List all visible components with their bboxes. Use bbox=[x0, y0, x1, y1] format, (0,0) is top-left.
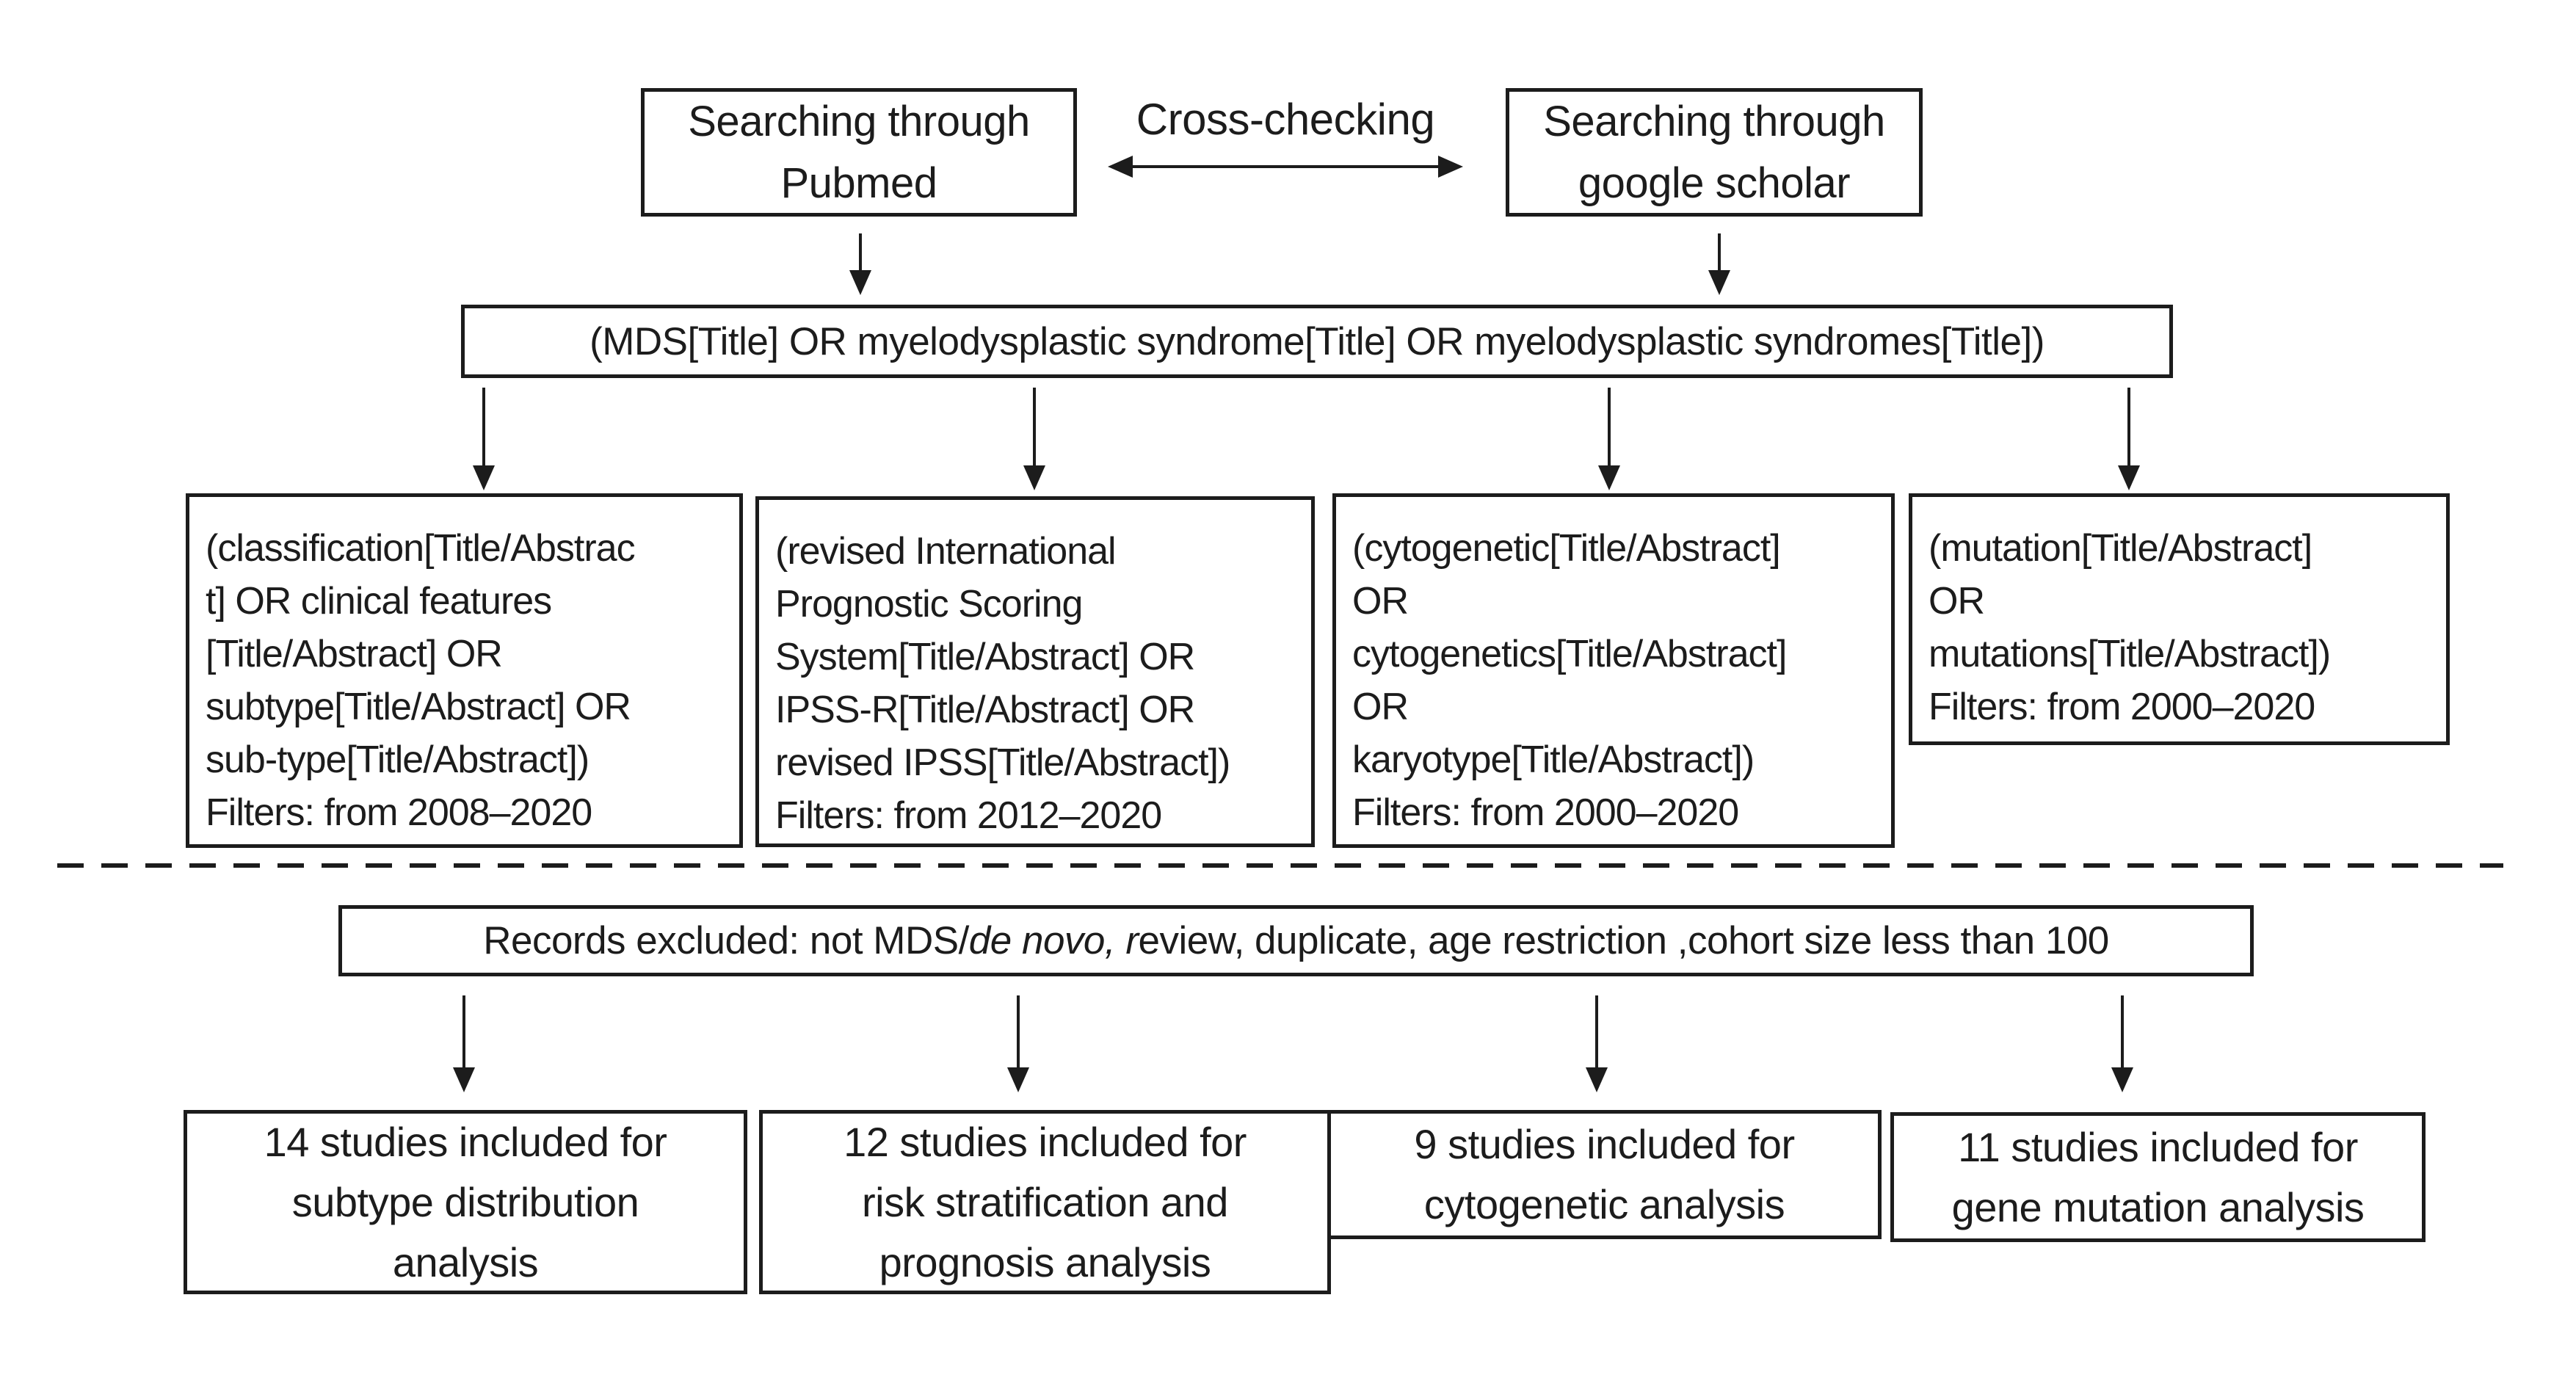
query-text: (MDS[Title] OR myelodysplastic syndrome[… bbox=[589, 319, 2045, 363]
query-box: (MDS[Title] OR myelodysplastic syndrome[… bbox=[461, 305, 2173, 378]
arrow-pubmed-to-query-icon bbox=[849, 233, 871, 295]
arrow-scholar-to-query-icon bbox=[1708, 233, 1730, 295]
arrow-excluded-to-result-1-icon bbox=[453, 995, 475, 1092]
arrow-excluded-to-result-4-icon bbox=[2111, 995, 2133, 1092]
arrow-query-to-filter-2-icon bbox=[1023, 388, 1045, 490]
records-excluded-box: Records excluded: not MDS/de novo, revie… bbox=[338, 905, 2254, 976]
arrow-query-to-filter-1-icon bbox=[473, 388, 495, 490]
arrow-query-to-filter-4-icon bbox=[2118, 388, 2140, 490]
cross-checking-label: Cross-checking bbox=[1136, 95, 1435, 144]
dashed-divider-line bbox=[57, 863, 2503, 868]
arrow-excluded-to-result-2-icon bbox=[1007, 995, 1029, 1092]
records-excluded-text: Records excluded: not MDS/de novo, revie… bbox=[483, 919, 2109, 962]
cross-checking-double-arrow-icon bbox=[1108, 156, 1463, 178]
arrow-query-to-filter-3-icon bbox=[1598, 388, 1620, 490]
arrow-excluded-to-result-3-icon bbox=[1586, 995, 1608, 1092]
arrow-right-head-icon bbox=[1438, 156, 1463, 178]
arrow-shaft bbox=[1127, 165, 1444, 168]
